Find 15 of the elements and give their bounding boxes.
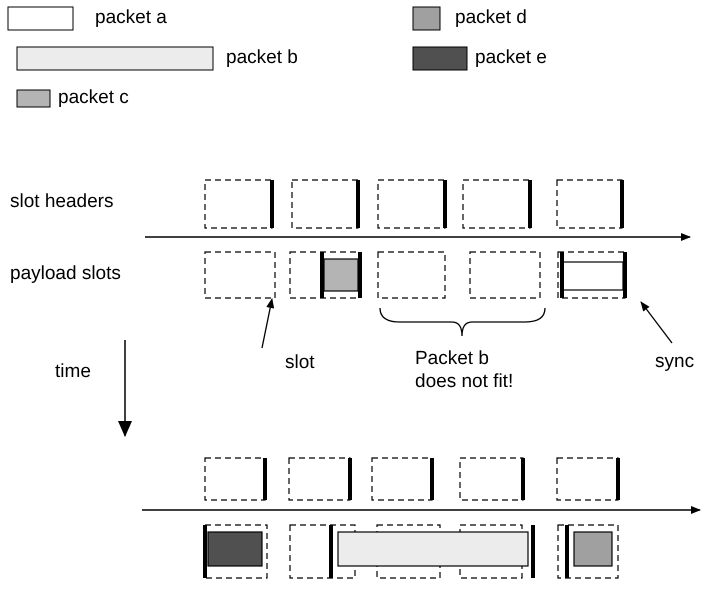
callout-label: sync [655, 351, 694, 373]
text-label: slot headers [10, 191, 114, 213]
callout-label: slot [285, 352, 315, 374]
leader-line [640, 301, 673, 344]
legend-label: packet b [226, 47, 298, 69]
legend-label: packet e [475, 47, 547, 69]
leader-line [261, 298, 274, 348]
legend-label: packet a [95, 7, 167, 29]
legend-label: packet c [58, 87, 129, 109]
slot-frame [204, 251, 276, 299]
sync-bar [560, 252, 564, 298]
text-label: Packet b does not fit! [415, 347, 514, 393]
text-label: payload slots [10, 263, 121, 285]
legend-label: packet d [455, 7, 527, 29]
text-label: time [55, 361, 91, 383]
